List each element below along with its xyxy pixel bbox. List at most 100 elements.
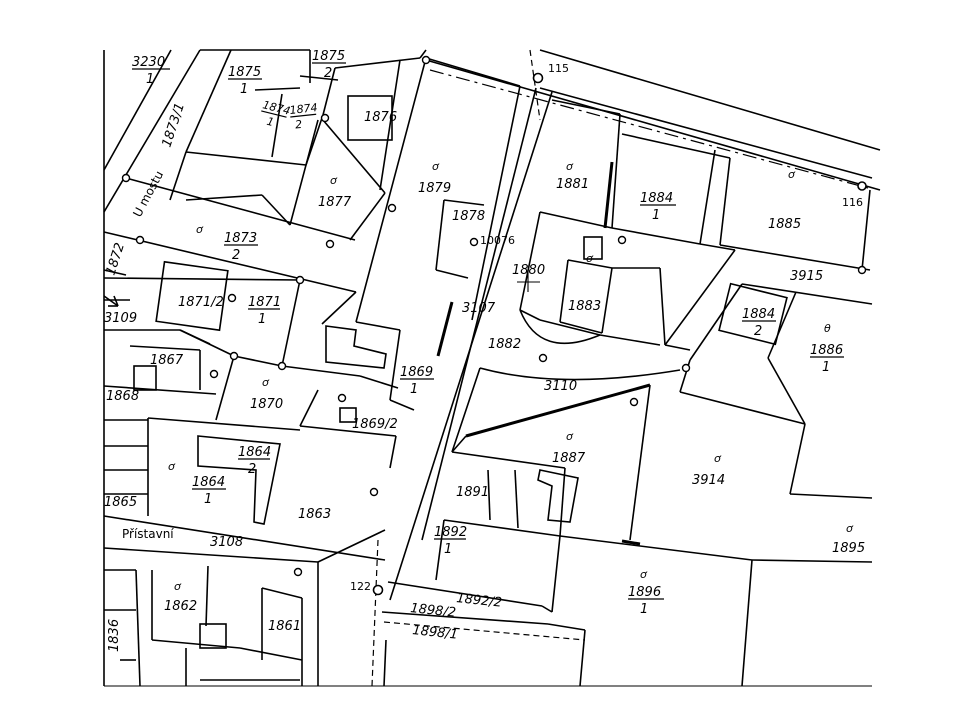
parcel-boundaries [103, 49, 881, 687]
svg-text:1: 1 [258, 312, 266, 327]
svg-text:1: 1 [444, 542, 452, 557]
parcel-1892-1: 1892 1 [434, 525, 467, 557]
parcel-1865: 1865 [104, 495, 137, 510]
parcel-1871-2: 1871/2 [178, 295, 224, 310]
point-label-116: 116 [842, 196, 863, 209]
parcel-1886-1: 1886 1 [810, 343, 844, 375]
street-label-u-mostu: U mostu [130, 169, 166, 220]
svg-text:1: 1 [410, 382, 418, 397]
svg-text:1873: 1873 [224, 231, 257, 246]
parcel-1879: 1879 [418, 181, 451, 196]
svg-text:ơ: ơ [432, 160, 440, 173]
parcel-3110: 3110 [544, 379, 577, 394]
svg-text:1875: 1875 [312, 49, 345, 64]
parcel-1875-2: 1875 2 [312, 49, 346, 81]
street-label-pristavni: Přístavní [122, 527, 174, 541]
parcel-1880: 1880 [512, 263, 545, 278]
svg-text:1: 1 [240, 82, 248, 97]
parcel-1873-1: 1873/1 [160, 101, 188, 149]
parcel-3230-1: 3230 1 [132, 55, 170, 87]
svg-text:1875: 1875 [228, 65, 261, 80]
svg-text:1874: 1874 [289, 101, 318, 117]
svg-text:1871: 1871 [248, 295, 281, 310]
svg-text:1884: 1884 [742, 307, 775, 322]
parcel-1896-1: 1896 1 [628, 585, 664, 617]
svg-text:ơ: ơ [566, 430, 574, 443]
parcel-1885: 1885 [768, 217, 801, 232]
parcel-1874-1: 1874 1 [261, 98, 292, 129]
svg-text:ơ: ơ [586, 252, 594, 265]
parcel-1869-1: 1869 1 [400, 365, 434, 397]
svg-text:ơ: ơ [174, 580, 182, 593]
svg-text:ơ: ơ [640, 568, 648, 581]
survey-point-labels: 115 116 122 10076 [350, 62, 863, 593]
svg-text:2: 2 [324, 66, 332, 81]
svg-text:1: 1 [640, 602, 648, 617]
svg-text:1886: 1886 [810, 343, 843, 358]
parcel-1871-1: 1871 1 [248, 295, 281, 327]
svg-text:2: 2 [232, 248, 240, 263]
parcel-1863: 1863 [298, 507, 331, 522]
svg-text:θ: θ [824, 322, 831, 335]
parcel-1836: 1836 [107, 619, 122, 652]
svg-text:3230: 3230 [132, 55, 165, 70]
point-label-122: 122 [350, 580, 371, 593]
parcel-1864-1: 1864 1 [192, 475, 226, 507]
svg-text:2: 2 [295, 118, 303, 132]
svg-text:1: 1 [146, 72, 154, 87]
parcel-3915: 3915 [790, 269, 823, 284]
parcel-1862: 1862 [164, 599, 197, 614]
parcel-3108: 3108 [210, 535, 243, 550]
parcel-3107: 3107 [462, 301, 496, 316]
svg-text:ơ: ơ [846, 522, 854, 535]
svg-text:ơ: ơ [566, 160, 574, 173]
svg-text:1864: 1864 [238, 445, 271, 460]
parcel-1874-2: 1874 2 [289, 101, 318, 132]
parcel-fractions: 3230 1 1875 1 1875 2 1874 1 1874 2 1873 … [132, 49, 844, 617]
svg-text:ơ: ơ [196, 223, 204, 236]
svg-text:ơ: ơ [262, 376, 270, 389]
parcel-1870: 1870 [250, 397, 283, 412]
svg-text:1884: 1884 [640, 191, 673, 206]
parcel-1873-2: 1873 2 [224, 231, 258, 263]
survey-markers [121, 55, 867, 596]
svg-text:1864: 1864 [192, 475, 225, 490]
svg-text:ơ: ơ [714, 452, 722, 465]
parcel-1869-2: 1869/2 [352, 417, 398, 432]
parcel-3109: 3109 [104, 311, 137, 326]
parcel-1882: 1882 [488, 337, 521, 352]
svg-text:1: 1 [822, 360, 830, 375]
parcel-1892-2: 1892/2 [456, 591, 503, 611]
point-label-10076: 10076 [480, 234, 515, 247]
parcel-1884-2: 1884 2 [742, 307, 776, 339]
svg-text:2: 2 [754, 324, 762, 339]
svg-text:ơ: ơ [330, 174, 338, 187]
svg-text:1: 1 [204, 492, 212, 507]
svg-text:1: 1 [652, 208, 660, 223]
parcel-1891: 1891 [456, 485, 489, 500]
parcel-1878: 1878 [452, 209, 485, 224]
parcel-1861: 1861 [268, 619, 301, 634]
point-label-115: 115 [548, 62, 569, 75]
parcel-1898-1: 1898/1 [412, 623, 459, 643]
parcel-1868: 1868 [106, 389, 139, 404]
parcel-3914: 3914 [692, 473, 725, 488]
parcel-1895: 1895 [832, 541, 865, 556]
parcel-1881: 1881 [556, 177, 589, 192]
parcel-1876: 1876 [364, 110, 397, 125]
svg-text:1892: 1892 [434, 525, 467, 540]
parcel-1872: 1872 [104, 241, 128, 277]
parcel-1867: 1867 [150, 353, 184, 368]
svg-text:1896: 1896 [628, 585, 661, 600]
parcel-1875-1: 1875 1 [228, 65, 262, 97]
svg-text:1869: 1869 [400, 365, 433, 380]
svg-text:ơ: ơ [168, 460, 176, 473]
svg-text:2: 2 [248, 462, 256, 477]
parcel-1884-1: 1884 1 [640, 191, 676, 223]
parcel-1877: 1877 [318, 195, 352, 210]
parcel-1864-2: 1864 2 [238, 445, 271, 477]
parcel-1898-2: 1898/2 [410, 601, 457, 621]
parcel-1883: 1883 [568, 299, 601, 314]
lot-symbols: ơ ơ ơ ơ ơ ơ ơ ơ ơ ơ ơ ơ ơ θ [168, 160, 854, 593]
